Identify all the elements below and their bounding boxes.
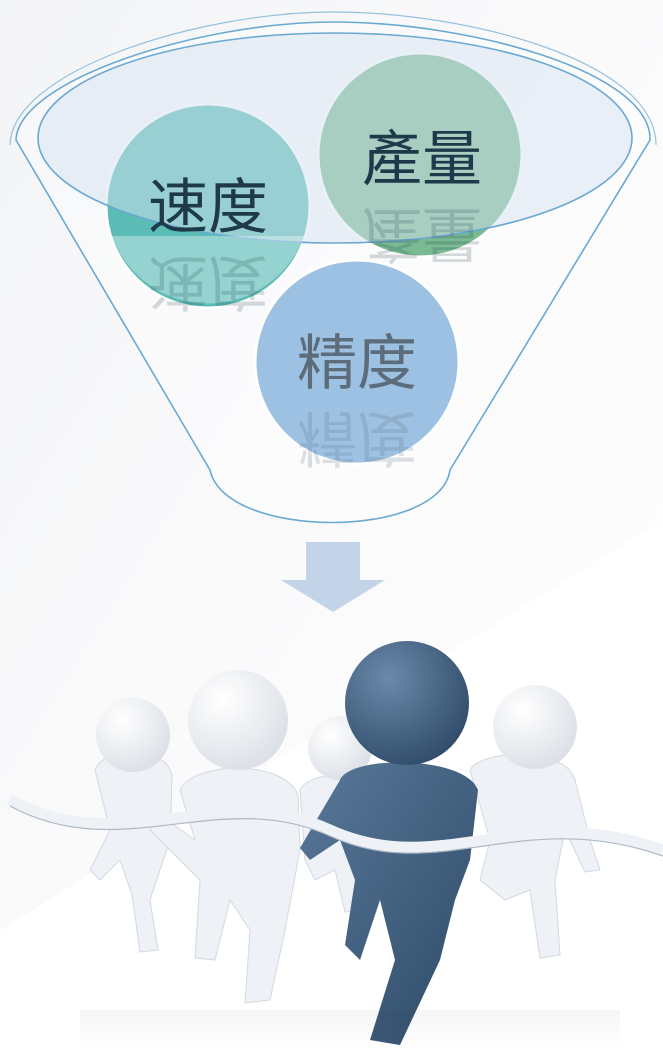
- finish-ribbon: [7, 795, 663, 856]
- funnel-inner-rim: [9, 11, 657, 146]
- circle-output-label-reflection: 產量: [362, 198, 482, 268]
- circle-speed-label-reflection: 速度: [148, 246, 268, 316]
- circle-precision-shape: [253, 258, 461, 466]
- funnel-top-ellipse: [37, 32, 633, 244]
- circle-speed-lower-tint: [112, 236, 304, 304]
- circle-precision-label-reflection: 精度: [297, 402, 417, 472]
- runner-left: [89, 698, 173, 953]
- runners-illustration: [7, 641, 663, 1051]
- circle-output-label: 產量: [362, 125, 482, 195]
- circle-speed-label: 速度: [148, 173, 268, 243]
- runner-right: [469, 685, 601, 959]
- finish-ribbon-edge: [9, 805, 663, 857]
- runner-second: [149, 670, 301, 1004]
- circle-precision-label: 精度: [297, 329, 417, 399]
- down-arrow-icon: [281, 542, 385, 612]
- circle-precision: [253, 258, 461, 466]
